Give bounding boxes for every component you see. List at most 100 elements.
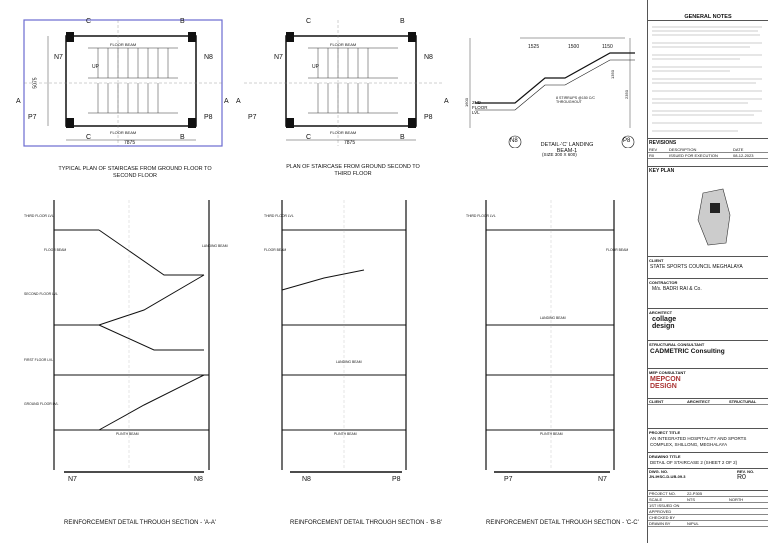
meta-key: SCALE xyxy=(649,497,663,502)
section-a-title: REINFORCEMENT DETAIL THROUGH SECTION - '… xyxy=(64,520,217,526)
label-landing-beam: LANDING BEAM xyxy=(540,316,566,320)
section-c-title: REINFORCEMENT DETAIL THROUGH SECTION - '… xyxy=(486,520,639,526)
grid-n7: N7 xyxy=(54,54,63,61)
vdim-2: 1350 xyxy=(609,70,615,79)
dim-2: 1500 xyxy=(568,44,580,50)
meta-row: APPROVED xyxy=(648,509,768,515)
beam-top: FLOOR BEAM xyxy=(330,42,357,47)
north-label: NORTH xyxy=(729,497,744,502)
grid-b-top: B xyxy=(400,18,405,25)
grid-left: N7 xyxy=(68,476,77,483)
mep-heading: MEP CONSULTANT xyxy=(649,370,686,375)
label-plinth-beam: PLINTH BEAM xyxy=(334,432,357,436)
date-col: DATE xyxy=(733,147,744,152)
meta-row: PROJECT NO. 22-P305 xyxy=(648,491,768,497)
label-second-floor: SECOND FLOOR LVL xyxy=(24,292,58,296)
grid-p7: P7 xyxy=(28,114,37,121)
meta-key: PROJECT NO. xyxy=(649,491,676,496)
meta-val: NIPUL xyxy=(687,521,699,526)
up-label: UP xyxy=(92,64,99,70)
grid-p8: P8 xyxy=(623,138,631,144)
structural-section: STRUCTURAL CONSULTANT CADMETRIC Consulti… xyxy=(648,340,768,366)
grid-b-bottom: B xyxy=(180,134,185,141)
dwg-no-label: DWG. NO. xyxy=(649,469,669,474)
label-floor-beam: FLOOR BEAM xyxy=(606,248,629,252)
section-c: THIRD FLOOR LVL FLOOR BEAM LANDING BEAM … xyxy=(456,200,641,505)
date-cell: 08-12-2023 xyxy=(733,153,754,158)
rev-row: R0 ISSUED FOR EXECUTION 08-12-2023 xyxy=(648,153,768,159)
contractor-heading: CONTRACTOR xyxy=(649,280,678,285)
sign-client: CLIENT xyxy=(649,399,664,404)
contractor-name: M/s. BADRI RAI & Co. xyxy=(652,286,702,292)
section-a-drawing xyxy=(53,200,210,473)
vdim-1: 1600 xyxy=(463,98,469,107)
dwg-value-row: JN-IHSC-D-UB-09.3 R0 xyxy=(648,474,768,481)
detail-title: DETAIL-'C' LANDING BEAM-1 xyxy=(540,142,594,154)
meta-val: 22-P305 xyxy=(687,491,703,496)
meta-row: DRAWN BY NIPUL xyxy=(648,521,768,527)
label-third-floor: THIRD FLOOR LVL xyxy=(466,214,496,218)
meta-row: 1ST ISSUED ON xyxy=(648,503,768,509)
key-plan-section: KEY PLAN xyxy=(648,166,768,254)
detail-c: 1525 1500 1150 1600 1350 2350 2ND FLOOR … xyxy=(460,18,640,158)
structural-name: CADMETRIC Consulting xyxy=(650,348,725,355)
dwg-no: JN-IHSC-D-UB-09.3 xyxy=(649,474,686,479)
detail-size: (SIZE 300 X 600) xyxy=(542,152,577,157)
meta-key: CHECKED BY xyxy=(649,515,676,520)
grid-c-top: C xyxy=(306,18,312,25)
meta-key: DRAWN BY xyxy=(649,521,671,526)
desc-col: DESCRIPTION xyxy=(669,147,697,152)
desc-cell: ISSUED FOR EXECUTION xyxy=(669,153,718,158)
grid-b-bottom: B xyxy=(400,134,405,141)
revisions-heading: REVISIONS xyxy=(649,140,677,146)
dim-1: 1525 xyxy=(528,44,540,50)
dim-span: 7875 xyxy=(344,140,356,146)
label-third-floor: THIRD FLOOR LVL xyxy=(24,214,54,218)
label-third-floor: THIRD FLOOR LVL xyxy=(264,214,294,218)
label-landing-beam: LANDING BEAM xyxy=(202,244,228,248)
dwg-no-section: DWG. NO. REV. NO. JN-IHSC-D-UB-09.3 R0 xyxy=(648,468,768,488)
label-floor-beam: FLOOR BEAM xyxy=(44,248,67,252)
label-plinth-beam: PLINTH BEAM xyxy=(540,432,563,436)
drawing-title-heading: DRAWING TITLE xyxy=(649,454,681,459)
notes-text-lines xyxy=(652,26,762,132)
rev-col: REV xyxy=(649,147,658,152)
grid-left: N8 xyxy=(302,476,311,483)
up-label: UP xyxy=(312,64,319,70)
revisions-section: REVISIONS REV DESCRIPTION DATE R0 ISSUED… xyxy=(648,138,768,159)
grid-c-bottom: C xyxy=(86,134,92,141)
detail-c-drawing xyxy=(469,37,635,149)
label-landing-beam: LANDING BEAM xyxy=(336,360,362,364)
stirrups-note: 8 STIRRUPS @150 C/C THROUGHOUT xyxy=(556,96,595,104)
sign-section: CLIENT ARCHITECT STRUCTURAL xyxy=(648,398,768,426)
grid-n8: N8 xyxy=(204,54,213,61)
key-plan-heading: KEY PLAN xyxy=(649,168,675,174)
plan-1-title: TYPICAL PLAN OF STAIRCASE FROM GROUND FL… xyxy=(58,166,212,179)
section-b-drawing xyxy=(281,200,407,473)
grid-p7: P7 xyxy=(248,114,257,121)
beam-bottom: FLOOR BEAM xyxy=(330,130,357,135)
architect-logo: collage design xyxy=(652,316,677,330)
grid-p8: P8 xyxy=(424,114,433,121)
sign-structural: STRUCTURAL xyxy=(729,399,757,404)
project-title-section: PROJECT TITLE AN INTEGRATED HOSPITALITY … xyxy=(648,428,768,450)
grid-right: P8 xyxy=(392,476,401,483)
floor-level: 2ND FLOOR LVL xyxy=(472,100,488,115)
section-b-title: REINFORCEMENT DETAIL THROUGH SECTION - '… xyxy=(290,520,443,526)
structural-heading: STRUCTURAL CONSULTANT xyxy=(649,342,705,347)
grid-a-left: A xyxy=(16,98,21,105)
beam-top: FLOOR BEAM xyxy=(110,42,137,47)
label-plinth-beam: PLINTH BEAM xyxy=(116,432,139,436)
grid-right: N8 xyxy=(194,476,203,483)
client-name: STATE SPORTS COUNCIL MEGHALAYA xyxy=(650,264,743,270)
meta-val xyxy=(686,503,688,508)
architect-heading: ARCHITECT xyxy=(649,310,673,315)
general-notes-body xyxy=(648,21,768,143)
mep-logo: MEPCON DESIGN xyxy=(650,376,681,390)
label-floor-beam: FLOOR BEAM xyxy=(264,248,287,252)
rev-no-label: REV. NO. xyxy=(737,469,755,474)
meta-val xyxy=(686,515,688,520)
beam-bottom: FLOOR BEAM xyxy=(110,130,137,135)
grid-left: P7 xyxy=(504,476,513,483)
